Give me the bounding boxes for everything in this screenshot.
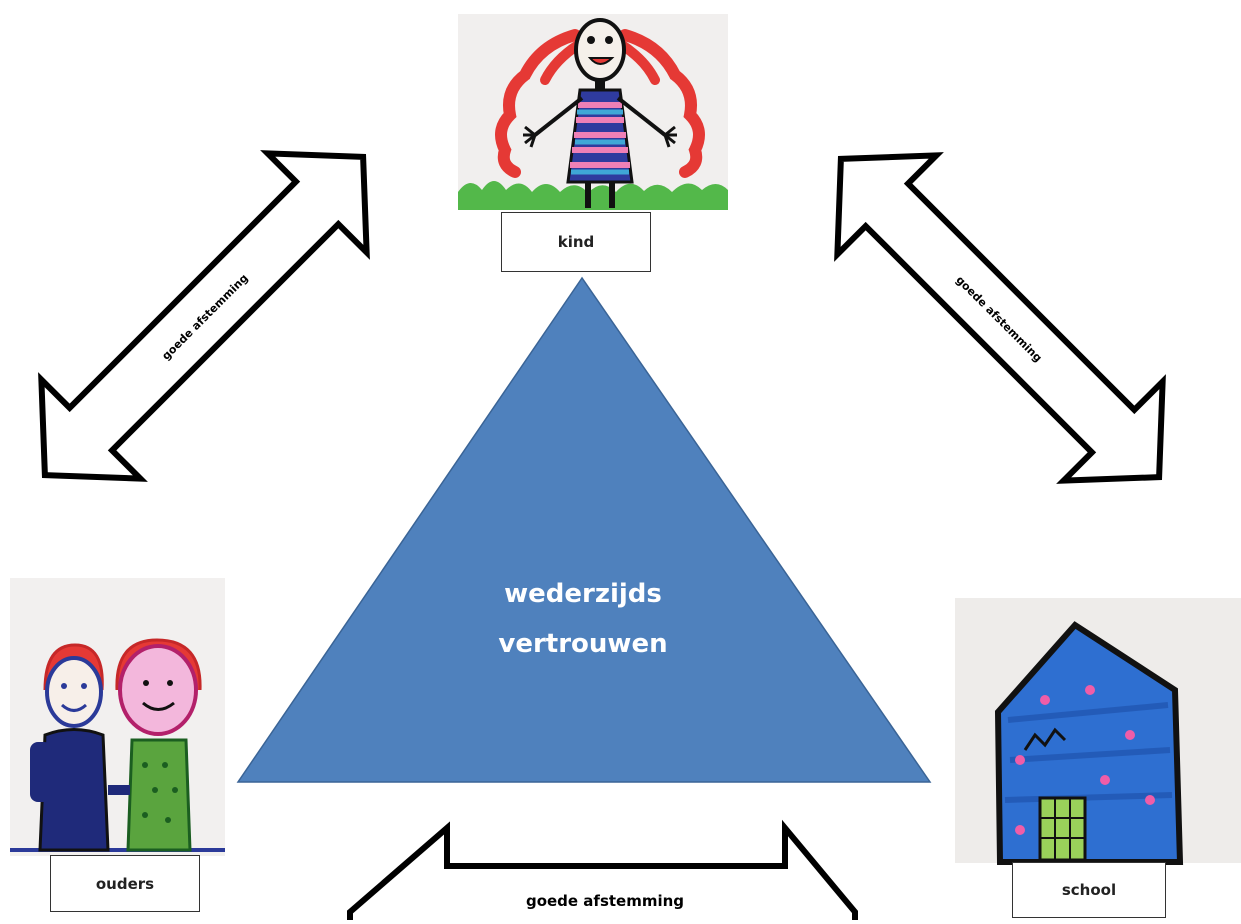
arrow-kind-school: goede afstemming [834, 152, 1166, 484]
label-ouders: ouders [50, 855, 200, 912]
trust-text-line1: wederzijds [504, 579, 662, 609]
arrow-ouders-kind: goede afstemming [38, 150, 370, 482]
school-building-drawing [955, 598, 1241, 865]
child-drawing [458, 14, 728, 210]
trust-triangle: wederzijds vertrouwen [236, 276, 932, 783]
label-kind-text: kind [557, 233, 595, 251]
label-school: school [1012, 862, 1166, 918]
label-school-text: school [1061, 881, 1117, 899]
trust-text-line2: vertrouwen [498, 629, 667, 659]
arrow-ouders-school: goede afstemming [347, 819, 858, 924]
label-kind: kind [501, 212, 651, 272]
arrow-ouders-kind-shape [38, 150, 370, 482]
arrow-ouders-school-label: goede afstemming [526, 892, 684, 910]
trust-triangle-shape [236, 276, 932, 783]
arrow-ouders-school-shape [347, 819, 858, 924]
parents-drawing [10, 578, 225, 856]
arrow-kind-school-shape [834, 152, 1166, 484]
label-ouders-text: ouders [95, 874, 155, 893]
